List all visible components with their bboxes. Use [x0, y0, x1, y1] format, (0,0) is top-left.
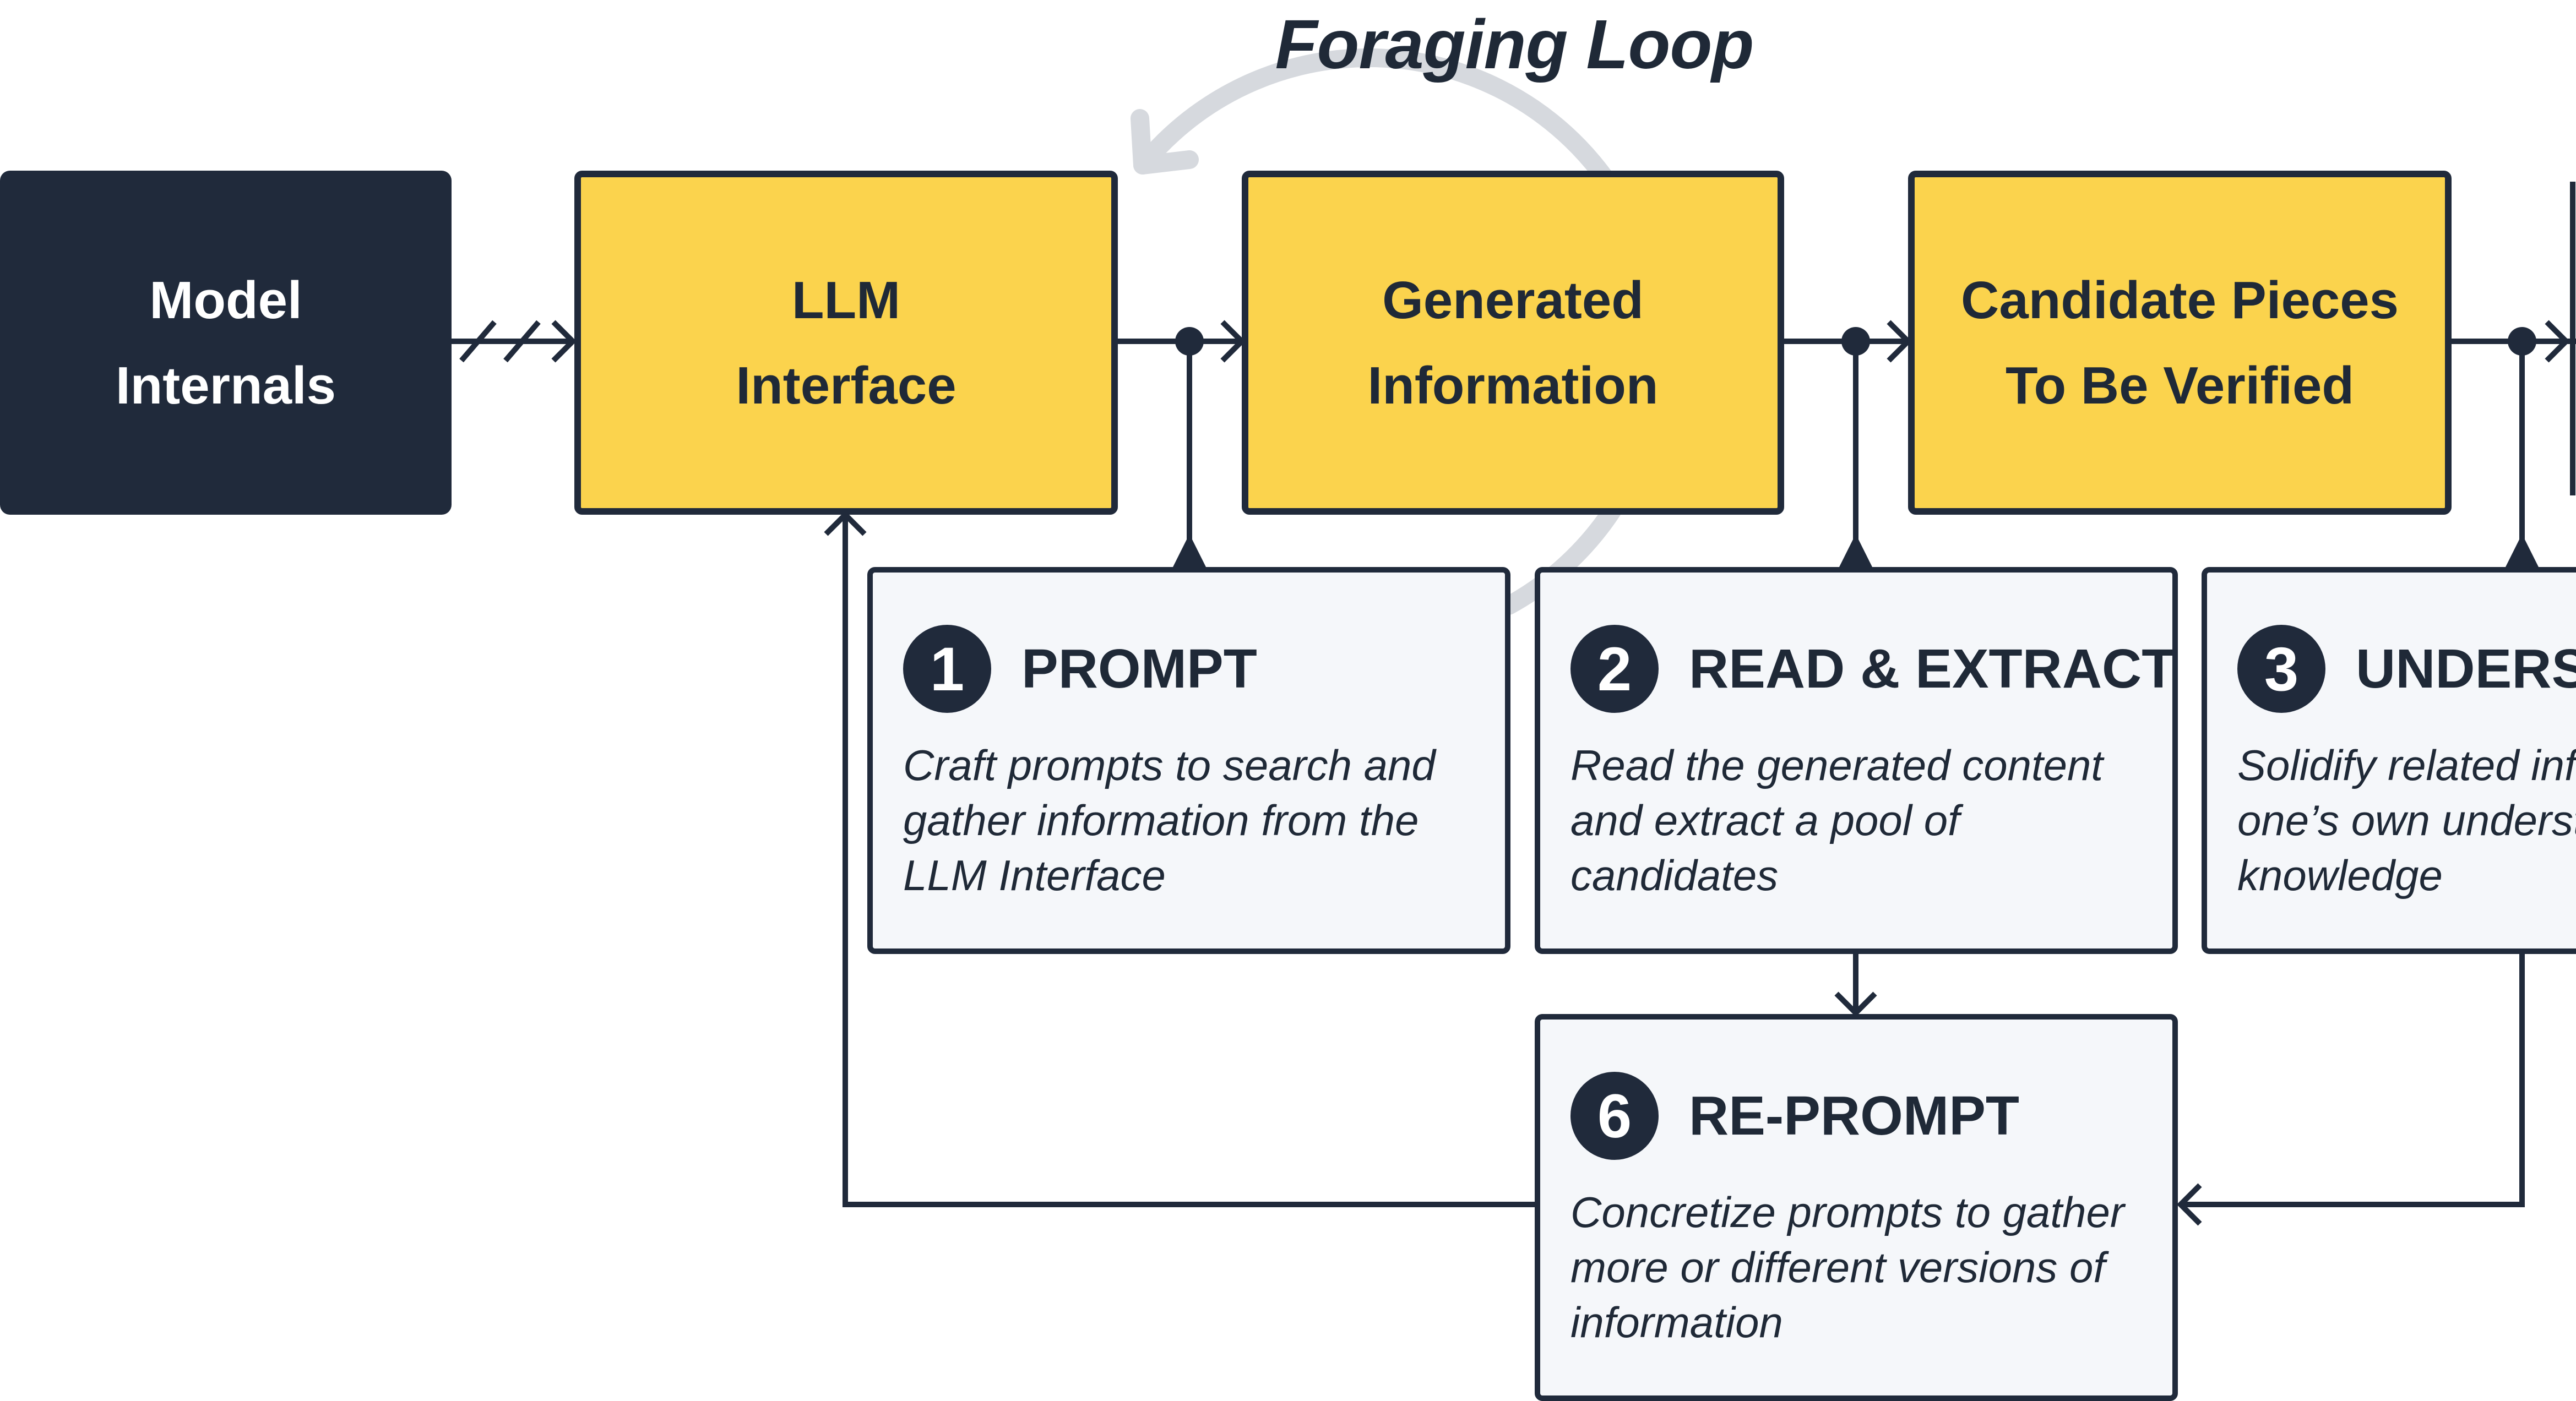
step-description: Concretize prompts to gather more or dif… — [1570, 1185, 2154, 1350]
step-description-line: more or different versions of — [1570, 1243, 2106, 1291]
connector-slash-1 — [459, 320, 497, 363]
connector-slash-2 — [503, 320, 541, 363]
step-title: RE-PROMPT — [1689, 1084, 2019, 1147]
node-label-line1: Generated — [1382, 270, 1644, 330]
junction-triangle-2 — [1839, 534, 1872, 567]
foraging-loop-title: Foraging Loop — [1275, 5, 1754, 83]
step-card-reprompt: 6 RE-PROMPT Concretize prompts to gather… — [1535, 1014, 2178, 1401]
step-header: 1 PROMPT — [903, 625, 1257, 713]
step-number-badge: 3 — [2237, 625, 2325, 713]
step-description-line: one’s own underst — [2237, 796, 2576, 844]
node-label-line2: Interface — [736, 356, 957, 415]
step-description-line: Read the generated content — [1570, 741, 2104, 789]
step-number-badge: 6 — [1570, 1072, 1659, 1160]
step-description-line: Concretize prompts to gather — [1570, 1188, 2124, 1236]
step-description-line: Solidify related inf — [2237, 741, 2576, 789]
connector-understand-to-reprompt — [2181, 952, 2525, 1207]
step-number-badge: 1 — [903, 625, 991, 713]
step-description: Craft prompts to search and gather infor… — [903, 738, 1487, 903]
step-description: Solidify related inf one’s own underst k… — [2237, 738, 2576, 903]
step-description-line: LLM Interface — [903, 851, 1166, 900]
node-label-line2: Internals — [115, 356, 336, 415]
foraging-loop-arrowhead — [1131, 109, 1199, 175]
node-label-line1: Candidate Pieces — [1961, 270, 2399, 330]
junction-triangle-1 — [1173, 534, 1206, 567]
step-number-badge: 2 — [1570, 625, 1659, 713]
arrowhead-reprompt-top — [1834, 991, 1877, 1017]
step-card-understand: 3 UNDERST Solidify related inf one’s own… — [2202, 567, 2576, 954]
arrowhead-llm — [551, 320, 577, 363]
node-label-line1: LLM — [791, 270, 901, 330]
step-title: READ & EXTRACT — [1689, 637, 2176, 700]
step-header: 3 UNDERST — [2237, 625, 2576, 713]
arrowhead-llm-bottom — [824, 510, 867, 536]
arrowhead-offscreen — [2545, 320, 2570, 363]
node-label-line2: Information — [1367, 356, 1659, 415]
step-description-line: information — [1570, 1298, 1783, 1347]
node-llm-interface: LLM Interface — [574, 171, 1118, 515]
junction-dot-3 — [2508, 327, 2536, 356]
step-title: UNDERST — [2356, 637, 2576, 700]
node-label-line2: To Be Verified — [2005, 356, 2355, 415]
node-candidate-pieces: Candidate Pieces To Be Verified — [1908, 171, 2452, 515]
step-card-read-extract: 2 READ & EXTRACT Read the generated cont… — [1535, 567, 2178, 954]
node-label-line1: Model — [149, 270, 302, 330]
junction-dot-1 — [1175, 327, 1204, 356]
step-description-line: gather information from the — [903, 796, 1419, 844]
node-model-internals: Model Internals — [0, 171, 452, 515]
node-generated-information: Generated Information — [1242, 171, 1784, 515]
connector-reprompt-to-llm — [843, 515, 1536, 1207]
step-card-prompt: 1 PROMPT Craft prompts to search and gat… — [867, 567, 1510, 954]
junction-dot-2 — [1841, 327, 1870, 356]
step-description: Read the generated content and extract a… — [1570, 738, 2154, 903]
step-description-line: candidates — [1570, 851, 1779, 900]
arrowhead-reprompt-right — [2176, 1183, 2202, 1226]
step-description-line: Craft prompts to search and — [903, 741, 1436, 789]
step-description-line: knowledge — [2237, 851, 2443, 900]
step-header: 2 READ & EXTRACT — [1570, 625, 2176, 713]
step-header: 6 RE-PROMPT — [1570, 1072, 2019, 1160]
step-title: PROMPT — [1021, 637, 1257, 700]
step-description-line: and extract a pool of — [1570, 796, 1960, 844]
junction-triangle-3 — [2506, 534, 2539, 567]
